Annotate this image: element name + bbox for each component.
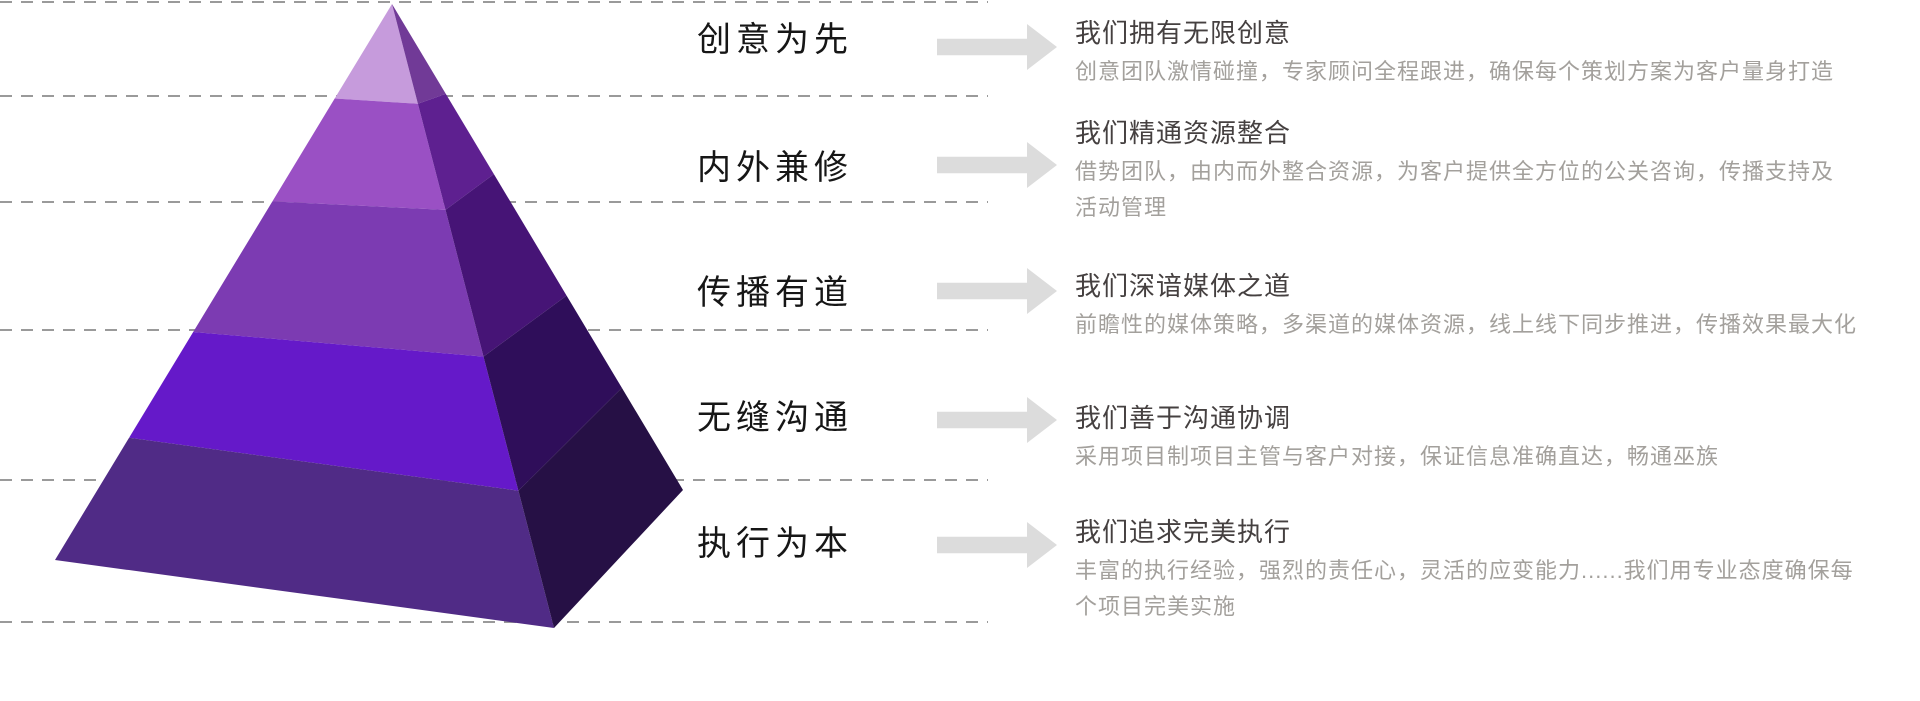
level-label-2: 内外兼修	[697, 149, 853, 187]
level-label-4: 无缝沟通	[697, 399, 853, 437]
pyramid-side-face-4	[483, 295, 622, 491]
pyramid-side-face-1	[392, 4, 446, 104]
pyramid-front-face-2	[272, 98, 446, 210]
pyramid-front-face-1	[334, 4, 418, 104]
feature-row: 我们精通资源整合 借势团队，由内而外整合资源，为客户提供全方位的公关咨询，传播支…	[1075, 116, 1885, 226]
feature-description: 丰富的执行经验，强烈的责任心，灵活的应变能力......我们用专业态度确保每 个…	[1075, 558, 1854, 619]
feature-title: 我们追求完美执行	[1075, 517, 1292, 547]
feature-description: 创意团队激情碰撞，专家顾问全程跟进，确保每个策划方案为客户量身打造	[1075, 59, 1835, 84]
level-label-3: 传播有道	[697, 274, 853, 312]
feature-title: 我们深谙媒体之道	[1075, 271, 1292, 301]
level-label-5: 执行为本	[697, 525, 853, 563]
feature-row: 我们拥有无限创意 创意团队激情碰撞，专家顾问全程跟进，确保每个策划方案为客户量身…	[1075, 16, 1885, 90]
feature-title: 我们拥有无限创意	[1075, 18, 1292, 48]
pyramid-side-face-2	[417, 93, 494, 210]
feature-row: 我们深谙媒体之道 前瞻性的媒体策略，多渠道的媒体资源，线上线下同步推进，传播效果…	[1075, 269, 1885, 343]
pyramid-front-face-5	[55, 437, 554, 628]
feature-row: 我们追求完美执行 丰富的执行经验，强烈的责任心，灵活的应变能力......我们用…	[1075, 515, 1885, 625]
feature-description: 采用项目制项目主管与客户对接，保证信息准确直达，畅通巫族	[1075, 444, 1720, 469]
feature-description: 前瞻性的媒体策略，多渠道的媒体资源，线上线下同步推进，传播效果最大化	[1075, 312, 1858, 337]
pyramid-side-face-5	[518, 387, 683, 628]
pyramid-front-face-4	[129, 332, 519, 491]
feature-title: 我们善于沟通协调	[1075, 403, 1292, 433]
feature-description: 借势团队，由内而外整合资源，为客户提供全方位的公关咨询，传播支持及 活动管理	[1075, 159, 1835, 220]
feature-title: 我们精通资源整合	[1075, 118, 1292, 148]
level-label-1: 创意为先	[697, 21, 853, 59]
feature-row: 我们善于沟通协调 采用项目制项目主管与客户对接，保证信息准确直达，畅通巫族	[1075, 401, 1885, 475]
pyramid-side-face-3	[445, 174, 567, 357]
pyramid-front-face-3	[193, 201, 484, 357]
